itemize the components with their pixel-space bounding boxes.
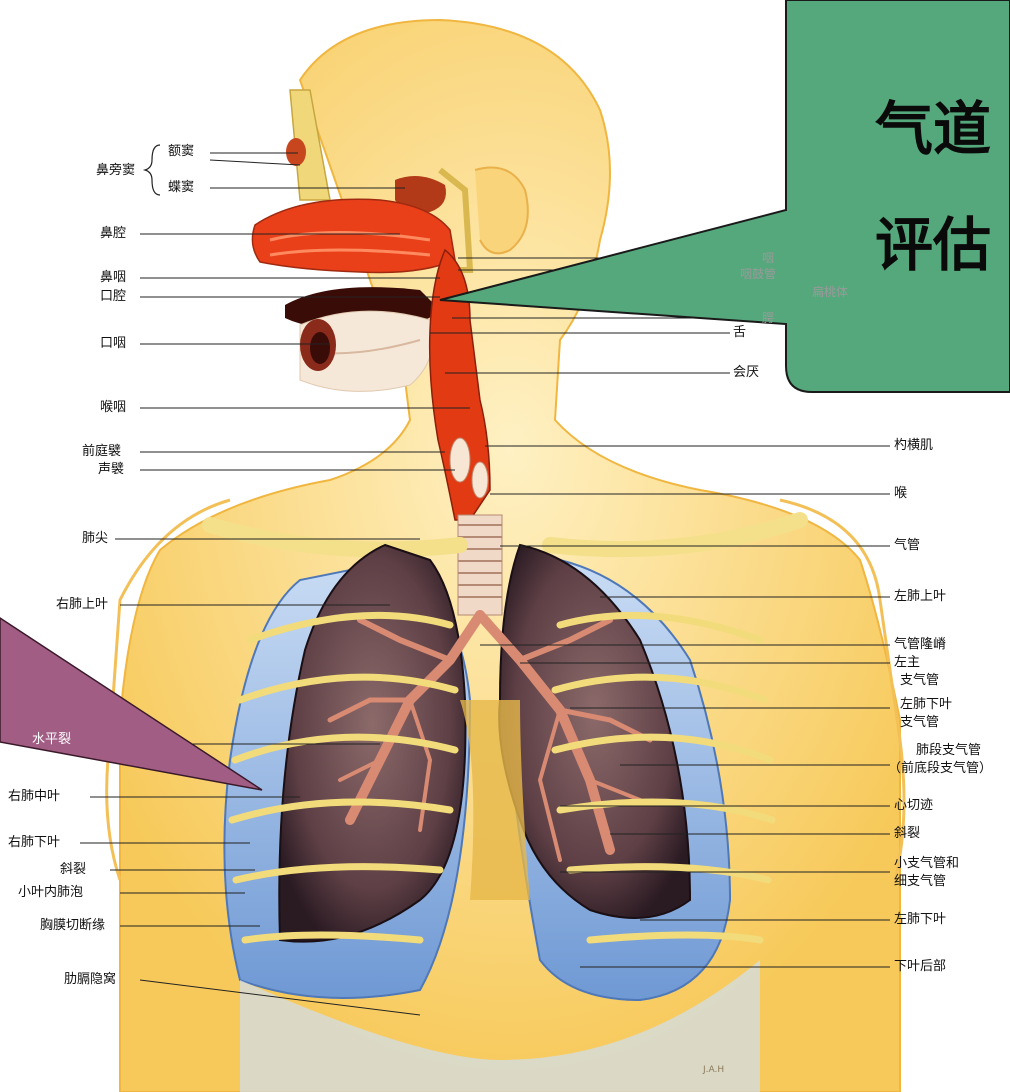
label-intralobular-alveoli: 小叶内肺泡 <box>18 885 83 901</box>
label-nasopharynx: 鼻咽 <box>100 270 126 286</box>
label-bronchioles-1: 小支气管和 <box>894 856 959 872</box>
label-lung-apex: 肺尖 <box>82 531 108 547</box>
trachea <box>458 515 502 615</box>
label-nasal-cavity: 鼻腔 <box>100 226 126 242</box>
label-segmental-bronchus-1: 肺段支气管 <box>916 743 981 759</box>
label-horizontal-fissure: 水平裂 <box>32 732 71 748</box>
label-bronchioles-2: 细支气管 <box>894 874 946 890</box>
label-epiglottis: 会厌 <box>733 365 759 381</box>
label-paranasal-sinus: 鼻旁窦 <box>96 163 135 179</box>
label-palate: 腭 <box>762 310 774 326</box>
callout-line-2: 评估 <box>875 210 991 280</box>
label-larynx: 喉 <box>894 486 907 502</box>
label-left-lower-lobe-bronchus-2: 支气管 <box>900 715 939 731</box>
label-left-main-bronchus-1: 左主 <box>894 655 920 671</box>
label-frontal-sinus: 额窦 <box>168 144 194 160</box>
label-sphenoid-sinus: 蝶窦 <box>168 180 194 196</box>
label-oblique-fissure-right: 斜裂 <box>894 826 920 842</box>
label-posterior-lower-lobe: 下叶后部 <box>894 959 946 975</box>
label-oropharynx: 口咽 <box>100 336 126 352</box>
label-oral-cavity: 口腔 <box>100 289 126 305</box>
label-cardiac-notch: 心切迹 <box>894 798 933 814</box>
label-vocal-fold: 声襞 <box>98 462 124 478</box>
label-segmental-bronchus-2: （前底段支气管） <box>888 761 992 777</box>
callout-line-1: 气道 <box>875 94 991 164</box>
label-oblique-fissure-left: 斜裂 <box>60 862 86 878</box>
label-tongue: 舌 <box>733 325 746 341</box>
label-laryngopharynx: 喉咽 <box>100 400 126 416</box>
label-tonsil: 扁桃体 <box>812 284 848 300</box>
sinus-brace <box>145 145 160 195</box>
label-right-lower-lobe: 右肺下叶 <box>8 835 60 851</box>
label-costodiaphragmatic-recess: 肋膈隐窝 <box>64 972 116 988</box>
oral-cavity <box>285 287 440 391</box>
body-silhouette <box>107 20 904 1092</box>
label-right-middle-lobe: 右肺中叶 <box>8 789 60 805</box>
label-carina: 气管隆嵴 <box>894 637 946 653</box>
label-left-lower-lobe-bronchus-1: 左肺下叶 <box>900 697 952 713</box>
label-pleura-cut-edge: 胸膜切断缘 <box>40 918 105 934</box>
label-left-upper-lobe: 左肺上叶 <box>894 589 946 605</box>
label-left-lower-lobe: 左肺下叶 <box>894 912 946 928</box>
label-vestibular-fold: 前庭襞 <box>82 444 121 460</box>
artist-signature: J.A.H <box>703 1062 724 1078</box>
label-right-upper-lobe: 右肺上叶 <box>56 597 108 613</box>
label-trachea: 气管 <box>894 538 920 554</box>
label-pharynx: 咽 <box>762 250 774 266</box>
label-arytenoid-muscle: 杓横肌 <box>894 438 933 454</box>
label-pharyngotympanic-tube: 咽鼓管 <box>740 266 776 282</box>
label-left-main-bronchus-2: 支气管 <box>900 673 939 689</box>
